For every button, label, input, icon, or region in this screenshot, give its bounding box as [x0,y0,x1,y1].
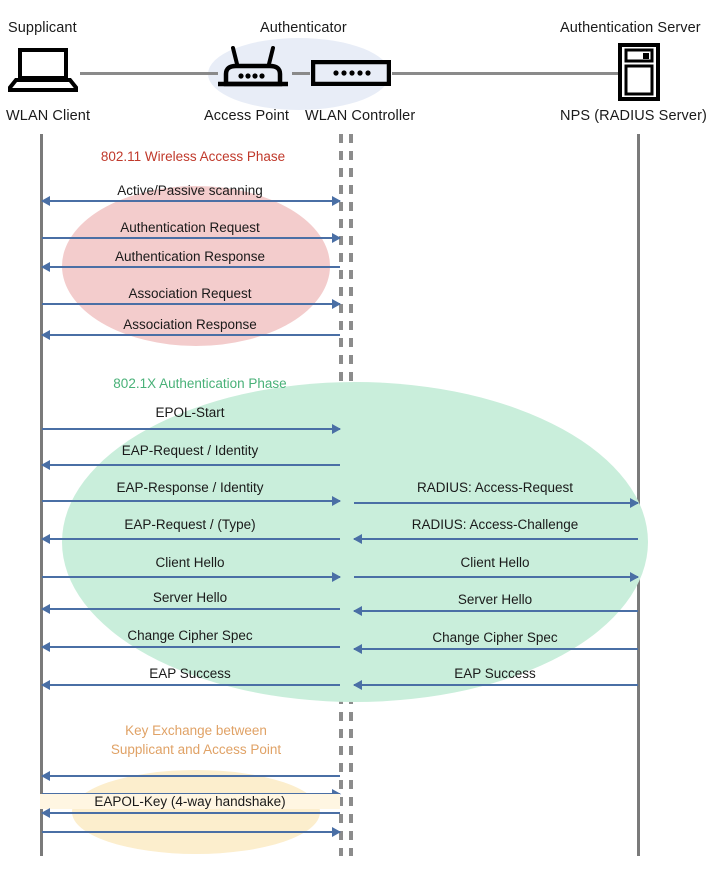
arrowhead-left [41,460,50,470]
message-label-change-cipher-spec-left: Change Cipher Spec [127,628,253,643]
message-label-eap-success-right: EAP Success [454,666,536,681]
arrowhead-left [41,604,50,614]
arrowhead-left [41,534,50,544]
message-label-association-request: Association Request [128,286,252,301]
node-name-wlan-client: WLAN Client [6,108,91,124]
arrowhead-left [353,680,362,690]
lifeline-auth-server [637,134,640,856]
message-label-eap-success-left: EAP Success [149,666,231,681]
role-title-supplicant: Supplicant [8,20,77,36]
role-title-authenticator: Authenticator [260,20,347,36]
arrowhead-right [630,572,639,582]
arrowhead-left [41,680,50,690]
server-icon [618,43,660,106]
lifeline-supplicant [40,134,43,856]
laptop-icon [3,48,83,97]
message-label-epol-start: EPOL-Start [155,405,225,420]
message-label-server-hello-left: Server Hello [152,590,228,605]
node-name-nps-radius-server: NPS (RADIUS Server) [560,108,707,124]
arrowhead-right [332,572,341,582]
arrowhead-left [41,262,50,272]
arrowhead-right [332,827,341,837]
message-label-radius-access-request: RADIUS: Access-Request [416,480,574,495]
arrowhead-left [41,330,50,340]
wire-client-to-ap [80,72,218,75]
message-label-server-hello-right: Server Hello [457,592,533,607]
message-label-association-response: Association Response [123,317,257,332]
arrowhead-right [332,299,341,309]
arrowhead-right [630,498,639,508]
message-label-eap-request-identity: EAP-Request / Identity [121,443,259,458]
phase-key-exchange-label-line1: Key Exchange between [125,723,267,738]
arrowhead-left [353,534,362,544]
message-label-client-hello-right: Client Hello [460,555,530,570]
message-label-authentication-request: Authentication Request [120,220,260,235]
arrowhead-left [41,642,50,652]
message-label-eap-response-identity: EAP-Response / Identity [116,480,264,495]
arrowhead-right [332,233,341,243]
role-title-auth-server: Authentication Server [560,20,701,36]
wire-ap-to-controller [292,72,310,75]
arrowhead-right [332,424,341,434]
message-label-client-hello-left: Client Hello [155,555,225,570]
node-name-wlan-controller: WLAN Controller [305,108,416,124]
arrowhead-right [332,496,341,506]
message-label-active-passive-scanning: Active/Passive scanning [117,183,263,198]
message-label-radius-access-challenge: RADIUS: Access-Challenge [411,517,579,532]
wire-controller-to-server [392,72,620,75]
node-name-access-point: Access Point [204,108,290,124]
arrowhead-left [41,196,50,206]
message-label-eapol-key-4way-handshake: EAPOL-Key (4-way handshake) [40,794,340,809]
message-label-change-cipher-spec-right: Change Cipher Spec [432,630,558,645]
phase-8021x-label: 802.1X Authentication Phase [113,376,287,391]
arrowhead-left [353,606,362,616]
message-label-authentication-response: Authentication Response [114,249,266,264]
arrowhead-left [41,771,50,781]
message-label-eap-request-type: EAP-Request / (Type) [124,517,256,532]
phase-80211-label: 802.11 Wireless Access Phase [100,149,286,164]
arrowhead-right [332,196,341,206]
phase-key-exchange-label-line2: Supplicant and Access Point [110,742,282,757]
arrowhead-left [353,644,362,654]
access-point-icon [214,44,292,97]
arrowhead-left [41,808,50,818]
wlan-controller-icon [310,59,392,91]
